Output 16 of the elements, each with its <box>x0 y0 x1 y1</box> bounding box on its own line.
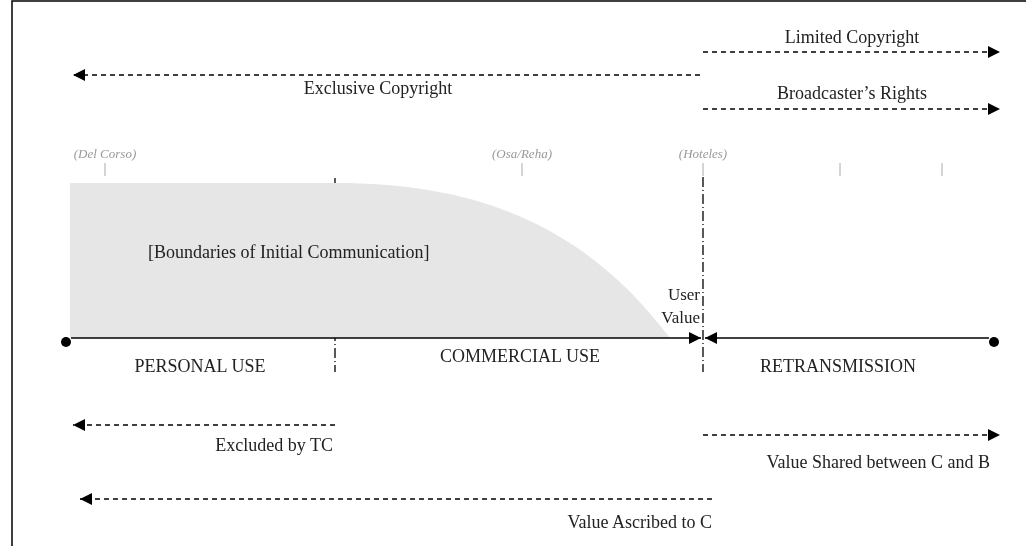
case-name: (Del Corso) <box>73 146 137 161</box>
area-label: [Boundaries of Initial Communication] <box>148 242 430 262</box>
segment-label: PERSONAL USE <box>134 356 266 376</box>
value-label: User Value <box>652 283 700 331</box>
case-name: (Hoteles) <box>678 146 728 161</box>
segment-label: COMMERCIAL USE <box>440 346 600 366</box>
arrow <box>70 332 702 344</box>
range-label: Value Shared between C and B <box>766 452 990 472</box>
range-label: Limited Copyright <box>784 27 920 47</box>
case-name: (Osa/Reha) <box>492 146 552 161</box>
arrow <box>704 332 990 344</box>
segment-label: RETRANSMISSION <box>760 356 916 376</box>
range-label: Broadcaster’s Rights <box>776 83 928 103</box>
range-label: Excluded by TC <box>215 435 333 455</box>
range-label: Value Ascribed to C <box>567 512 712 532</box>
range-label: Exclusive Copyright <box>303 78 453 98</box>
